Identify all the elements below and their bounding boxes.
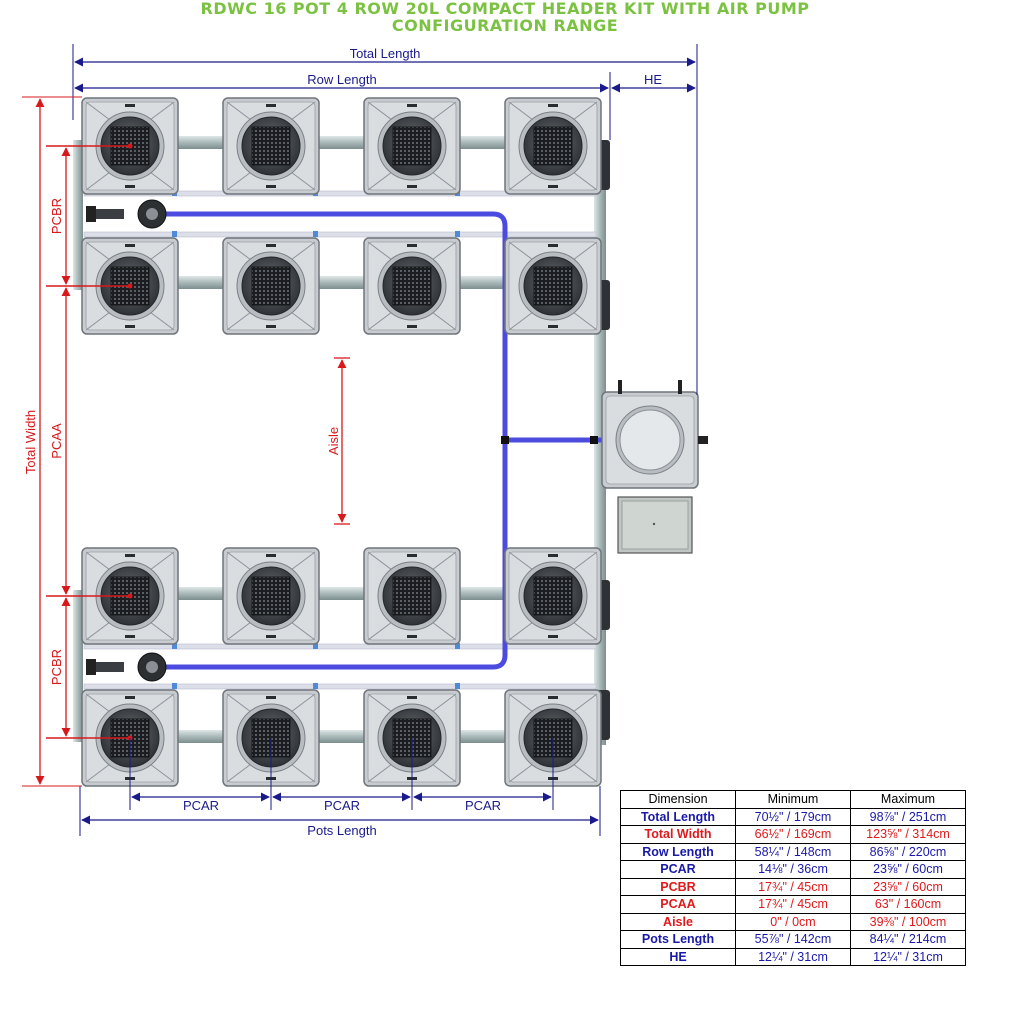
row-name: HE	[620, 947, 736, 966]
row-min: 12¼" / 31cm	[735, 947, 851, 966]
table-row: HE 12¼" / 31cm 12¼" / 31cm	[620, 947, 966, 966]
table-row: PCBR 17¾" / 45cm 23⅝" / 60cm	[620, 877, 966, 896]
table-row: PCAR 14⅛" / 36cm 23⅝" / 60cm	[620, 860, 966, 879]
total-length-label: Total Length	[350, 46, 421, 61]
header-maximum: Maximum	[850, 790, 966, 809]
row-name: PCBR	[620, 877, 736, 896]
pcbr-label-top: PCBR	[49, 198, 64, 234]
row-min: 55⅞" / 142cm	[735, 930, 851, 949]
row-max: 39⅜" / 100cm	[850, 912, 966, 931]
total-width-label: Total Width	[23, 410, 38, 474]
pot	[222, 97, 320, 195]
header-tank	[601, 380, 708, 489]
row-length-label: Row Length	[307, 72, 376, 87]
table-row: Aisle 0" / 0cm 39⅜" / 100cm	[620, 912, 966, 931]
row-min: 58¼" / 148cm	[735, 842, 851, 861]
aisle-label: Aisle	[326, 427, 341, 455]
table-header-row: Dimension Minimum Maximum	[620, 790, 966, 809]
row-min: 0" / 0cm	[735, 912, 851, 931]
row-min: 17¾" / 45cm	[735, 877, 851, 896]
row-name: Pots Length	[620, 930, 736, 949]
pcar-label-1: PCAR	[183, 798, 219, 813]
pcaa-label: PCAA	[49, 423, 64, 459]
pot	[504, 547, 602, 645]
row-min: 66½" / 169cm	[735, 825, 851, 844]
pot	[504, 237, 602, 335]
row-max: 12¼" / 31cm	[850, 947, 966, 966]
row-name: Total Width	[620, 825, 736, 844]
row-min: 70½" / 179cm	[735, 807, 851, 826]
table-row: Row Length 58¼" / 148cm 86⅝" / 220cm	[620, 842, 966, 861]
pcar-label-3: PCAR	[465, 798, 501, 813]
row-max: 84¼" / 214cm	[850, 930, 966, 949]
table-row: PCAA 17¾" / 45cm 63" / 160cm	[620, 895, 966, 914]
pot	[363, 237, 461, 335]
pot	[222, 547, 320, 645]
row-name: Row Length	[620, 842, 736, 861]
pot	[363, 97, 461, 195]
row-max: 86⅝" / 220cm	[850, 842, 966, 861]
pcar-label-2: PCAR	[324, 798, 360, 813]
row-max: 63" / 160cm	[850, 895, 966, 914]
row-max: 23⅝" / 60cm	[850, 860, 966, 879]
row-name: PCAR	[620, 860, 736, 879]
table-row: Total Length 70½" / 179cm 98⅞" / 251cm	[620, 807, 966, 826]
pot	[222, 237, 320, 335]
pots-length-label: Pots Length	[307, 823, 376, 838]
row-name: Total Length	[620, 807, 736, 826]
table-row: Total Width 66½" / 169cm 123⅝" / 314cm	[620, 825, 966, 844]
title-line-2: CONFIGURATION RANGE	[391, 16, 619, 35]
dimension-table: Dimension Minimum Maximum Total Length 7…	[620, 790, 966, 966]
page-title: RDWC 16 POT 4 ROW 20L COMPACT HEADER KIT…	[0, 0, 1010, 34]
row-name: Aisle	[620, 912, 736, 931]
air-valve-bottom	[86, 652, 167, 682]
pot	[363, 547, 461, 645]
table-row: Pots Length 55⅞" / 142cm 84¼" / 214cm	[620, 930, 966, 949]
pot	[504, 97, 602, 195]
air-valve-top	[86, 199, 167, 229]
air-pump	[617, 496, 693, 554]
pcbr-label-bottom: PCBR	[49, 649, 64, 685]
he-label: HE	[644, 72, 662, 87]
row-name: PCAA	[620, 895, 736, 914]
row-max: 123⅝" / 314cm	[850, 825, 966, 844]
row-min: 17¾" / 45cm	[735, 895, 851, 914]
row-max: 98⅞" / 251cm	[850, 807, 966, 826]
title-line-1: RDWC 16 POT 4 ROW 20L COMPACT HEADER KIT…	[200, 0, 810, 18]
header-minimum: Minimum	[735, 790, 851, 809]
row-max: 23⅝" / 60cm	[850, 877, 966, 896]
row-min: 14⅛" / 36cm	[735, 860, 851, 879]
header-dimension: Dimension	[620, 790, 736, 809]
